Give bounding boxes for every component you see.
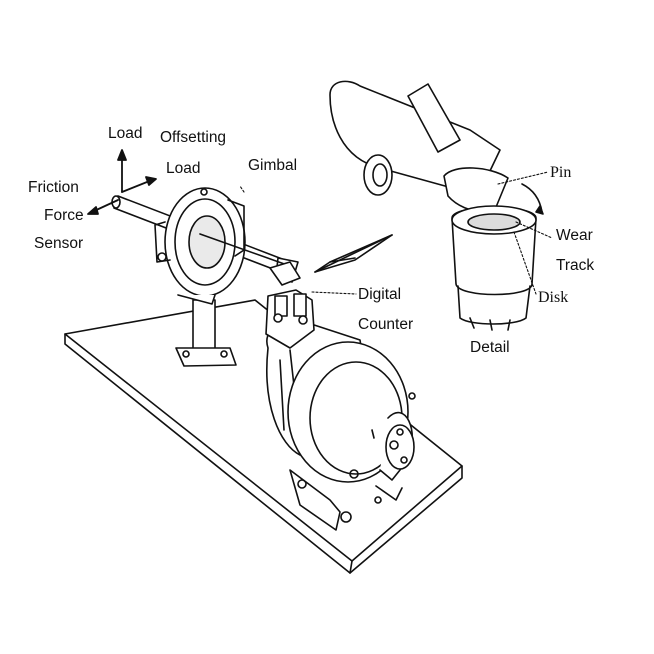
offsetting-label: Offsetting [160,129,227,146]
force-label: Force [44,207,84,224]
sensor-label: Sensor [34,235,84,252]
pin-label: Pin [550,164,572,181]
offsetting-load-label: Load [166,160,201,177]
leader-lines [239,171,553,295]
wear-label: Wear [556,227,593,244]
gimbal-label: Gimbal [248,157,298,174]
force-arrows [87,149,157,215]
base-plate [64,299,463,574]
gimbal-pedestal [175,299,237,367]
digital-label: Digital [358,286,402,303]
track-label: Track [556,257,595,274]
detail-label: Detail [470,339,510,356]
counter-label: Counter [358,316,414,333]
gimbal-ring [154,187,291,305]
motor [266,320,416,531]
pin-holder [329,80,509,214]
load-label: Load [108,125,143,142]
digital-counter [265,261,315,349]
detail-callout-wedge [314,234,393,273]
wear-disk [451,183,544,331]
disk-label: Disk [538,289,569,306]
friction-label: Friction [28,179,79,196]
